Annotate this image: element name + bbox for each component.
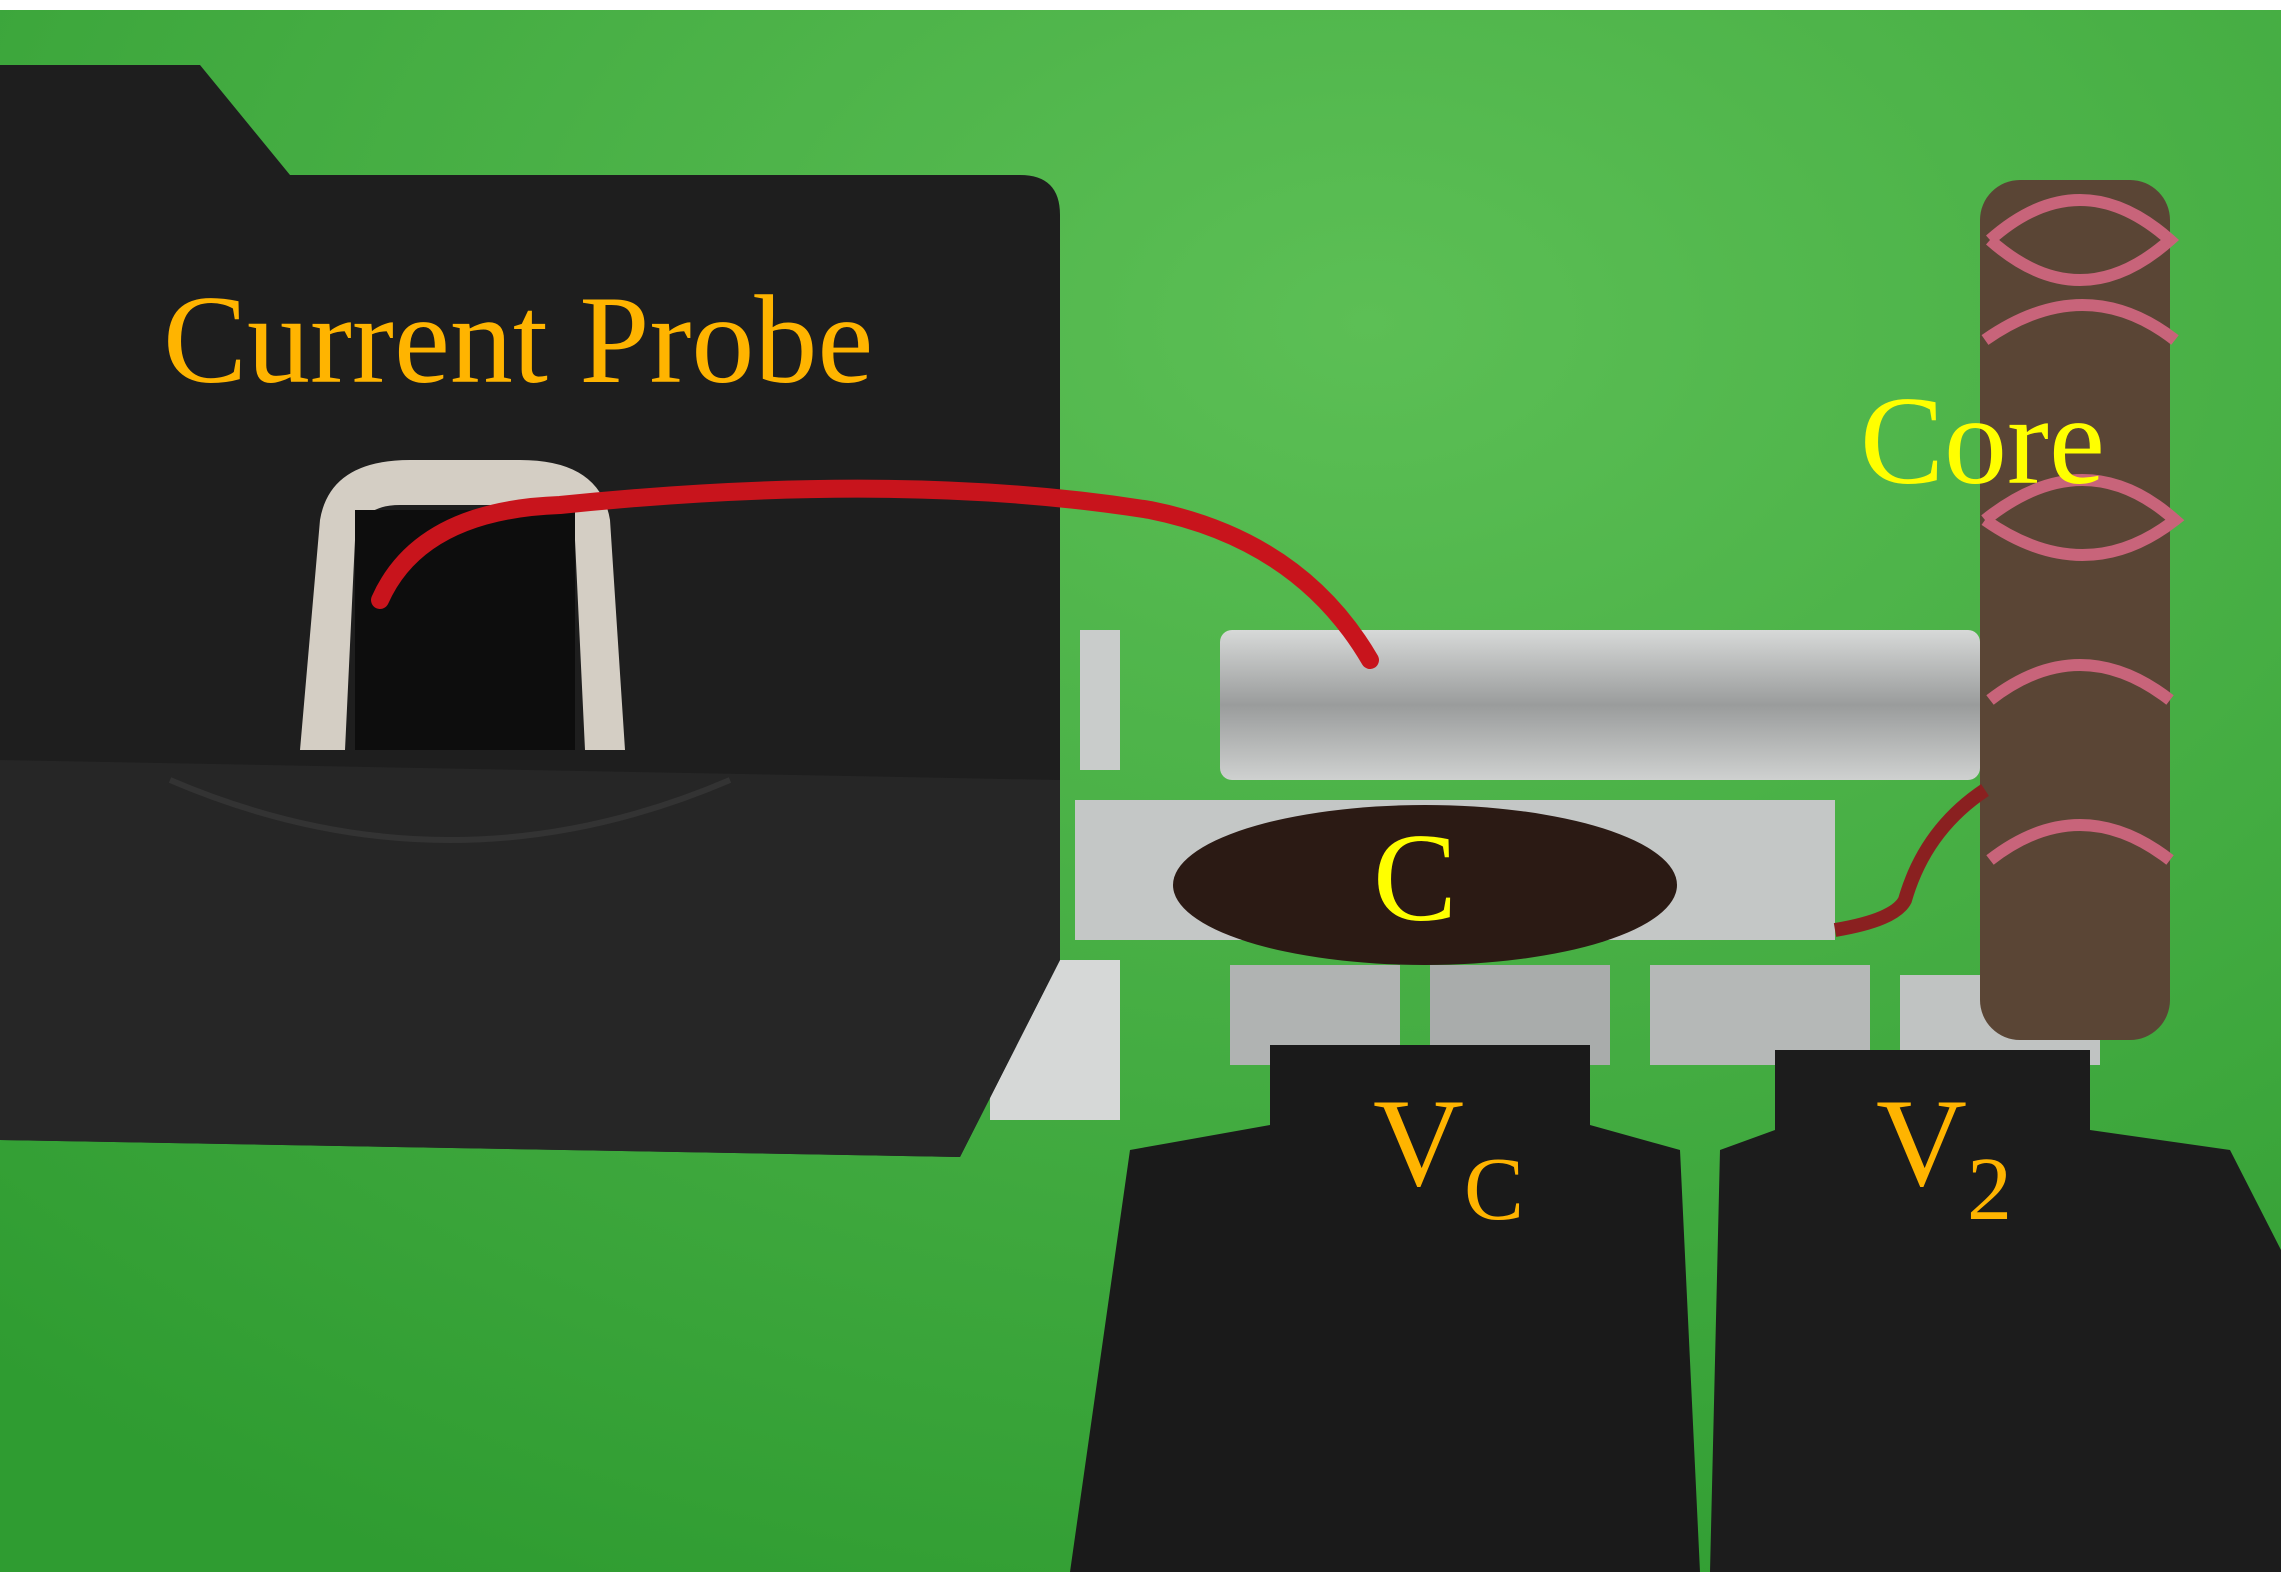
vc-subscript: C bbox=[1464, 1140, 1524, 1239]
vc-label: VC bbox=[1373, 1074, 1524, 1239]
voltage-probes bbox=[1070, 1045, 2281, 1572]
vc-main: V bbox=[1373, 1074, 1464, 1213]
capacitor-label: C bbox=[1373, 809, 1457, 948]
red-wire bbox=[371, 479, 1379, 669]
current-probe-body bbox=[0, 65, 1060, 1157]
v2-main: V bbox=[1876, 1074, 1967, 1213]
current-probe-label: Current Probe bbox=[163, 271, 873, 410]
toroid-core bbox=[1833, 180, 2185, 1040]
v2-label: V2 bbox=[1876, 1074, 2012, 1239]
v2-subscript: 2 bbox=[1967, 1140, 2012, 1239]
core-label: Core bbox=[1860, 372, 2105, 511]
capacitor-body bbox=[1173, 805, 1677, 965]
